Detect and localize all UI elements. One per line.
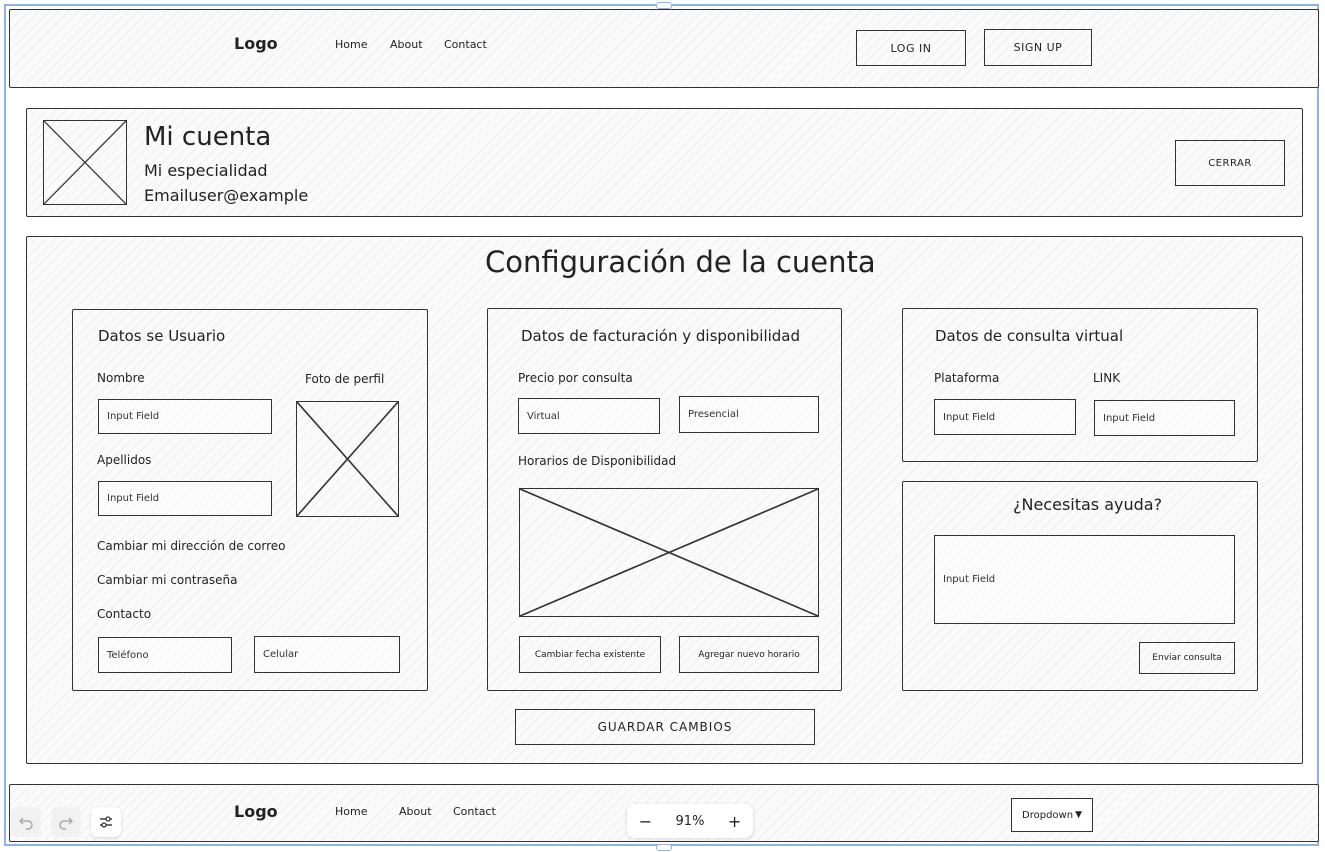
nav-home[interactable]: Home <box>335 38 368 51</box>
settings-card <box>26 236 1303 764</box>
nombre-label: Nombre <box>97 371 145 385</box>
settings-title: Configuración de la cuenta <box>485 245 876 279</box>
profile-bar <box>26 108 1303 217</box>
billing-panel <box>487 308 842 691</box>
schedule-calendar-placeholder[interactable] <box>519 488 819 617</box>
zoom-out-button[interactable]: − <box>638 811 653 831</box>
footer-nav-about[interactable]: About <box>399 805 432 818</box>
resize-handle-top[interactable] <box>656 2 672 9</box>
save-changes-button[interactable]: GUARDAR CAMBIOS <box>515 709 815 745</box>
resize-handle-bottom[interactable] <box>656 844 672 851</box>
close-button[interactable]: CERRAR <box>1175 140 1285 186</box>
change-date-button[interactable]: Cambiar fecha existente <box>519 636 661 673</box>
user-data-panel <box>72 309 428 691</box>
user-panel-title: Datos se Usuario <box>98 327 226 345</box>
profile-email: Emailuser@example <box>144 186 309 205</box>
link-label: LINK <box>1093 371 1121 385</box>
precio-label: Precio por consulta <box>518 371 633 385</box>
nav-contact[interactable]: Contact <box>444 38 487 51</box>
change-email-link[interactable]: Cambiar mi dirección de correo <box>97 539 286 553</box>
zoom-in-button[interactable]: + <box>727 811 742 831</box>
virtual-panel-title: Datos de consulta virtual <box>935 327 1124 345</box>
help-panel <box>902 481 1258 691</box>
help-title: ¿Necesitas ayuda? <box>1013 495 1163 514</box>
footer-dropdown[interactable]: Dropdown ▼ <box>1011 798 1093 832</box>
signup-button[interactable]: SIGN UP <box>984 29 1092 66</box>
contacto-label: Contacto <box>97 607 152 621</box>
redo-icon[interactable] <box>51 807 81 837</box>
horarios-label: Horarios de Disponibilidad <box>518 454 677 468</box>
celular-input[interactable]: Celular <box>254 636 400 673</box>
virtual-consult-panel <box>902 308 1258 462</box>
telefono-input[interactable]: Teléfono <box>98 637 232 673</box>
undo-icon[interactable] <box>11 807 41 837</box>
login-button[interactable]: LOG IN <box>856 30 966 66</box>
zoom-control: − 91% + <box>627 804 753 838</box>
send-consult-button[interactable]: Enviar consulta <box>1139 642 1235 674</box>
profile-specialty: Mi especialidad <box>144 161 268 180</box>
dropdown-label: Dropdown <box>1022 809 1074 821</box>
nombre-input[interactable]: Input Field <box>98 399 272 434</box>
avatar-placeholder <box>43 120 127 205</box>
profile-title: Mi cuenta <box>144 122 272 152</box>
zoom-level: 91% <box>675 813 705 829</box>
header-bar <box>9 9 1319 88</box>
settings-sliders-icon[interactable] <box>91 807 121 837</box>
chevron-down-icon: ▼ <box>1075 810 1082 820</box>
add-schedule-button[interactable]: Agregar nuevo horario <box>679 636 819 673</box>
billing-panel-title: Datos de facturación y disponibilidad <box>521 327 801 345</box>
footer-logo[interactable]: Logo <box>234 802 278 821</box>
nav-about[interactable]: About <box>390 38 423 51</box>
help-message-input[interactable]: Input Field <box>934 535 1235 624</box>
virtual-price-input[interactable]: Virtual <box>518 398 660 434</box>
foto-label: Foto de perfil <box>305 372 385 386</box>
plataforma-label: Plataforma <box>934 371 1000 385</box>
apellidos-label: Apellidos <box>97 453 152 467</box>
header-logo[interactable]: Logo <box>234 34 278 53</box>
footer-nav-contact[interactable]: Contact <box>453 805 496 818</box>
plataforma-input[interactable]: Input Field <box>934 399 1076 435</box>
link-input[interactable]: Input Field <box>1094 400 1235 436</box>
presencial-price-input[interactable]: Presencial <box>679 396 819 433</box>
profile-photo-placeholder[interactable] <box>296 401 399 517</box>
footer-nav-home[interactable]: Home <box>335 805 368 818</box>
change-password-link[interactable]: Cambiar mi contraseña <box>97 573 238 587</box>
apellidos-input[interactable]: Input Field <box>98 481 272 516</box>
